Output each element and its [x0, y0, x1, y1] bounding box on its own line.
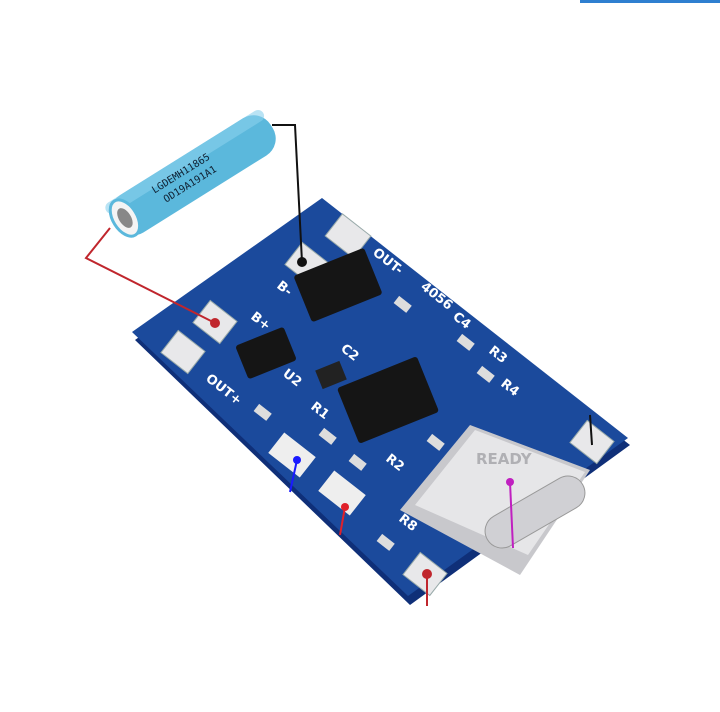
callout-out-minus	[589, 414, 593, 446]
label-b-minus: B-	[274, 278, 295, 299]
callout-usb	[509, 481, 514, 549]
callout-battery-positive	[84, 227, 216, 324]
blue-led	[268, 432, 316, 478]
callout-dot	[293, 456, 301, 464]
callout-dot	[210, 318, 220, 328]
pcb-board: B+ B- OUT- OUT+ 4056 R3 R4 R1 R2 R8 C4 C…	[132, 198, 630, 605]
top-accent-bar	[580, 0, 720, 3]
lithium-battery: LGDEMH11865 OD19A191A1	[105, 109, 276, 238]
callout-dot	[506, 478, 514, 486]
callout-dot	[297, 257, 307, 267]
callout-blue-led	[289, 459, 298, 493]
watermark: READY	[476, 450, 533, 468]
protection-ic	[294, 248, 382, 322]
callout-battery-negative	[272, 124, 303, 263]
callout-red-led	[339, 506, 346, 536]
red-led	[318, 470, 366, 516]
callout-dot	[341, 503, 349, 511]
callout-dot	[422, 569, 432, 579]
passive-components	[253, 295, 495, 551]
usb-c-connector	[400, 425, 590, 575]
tp4056-chip	[337, 356, 439, 444]
transistor	[315, 360, 347, 390]
mosfet-chip	[236, 327, 296, 379]
